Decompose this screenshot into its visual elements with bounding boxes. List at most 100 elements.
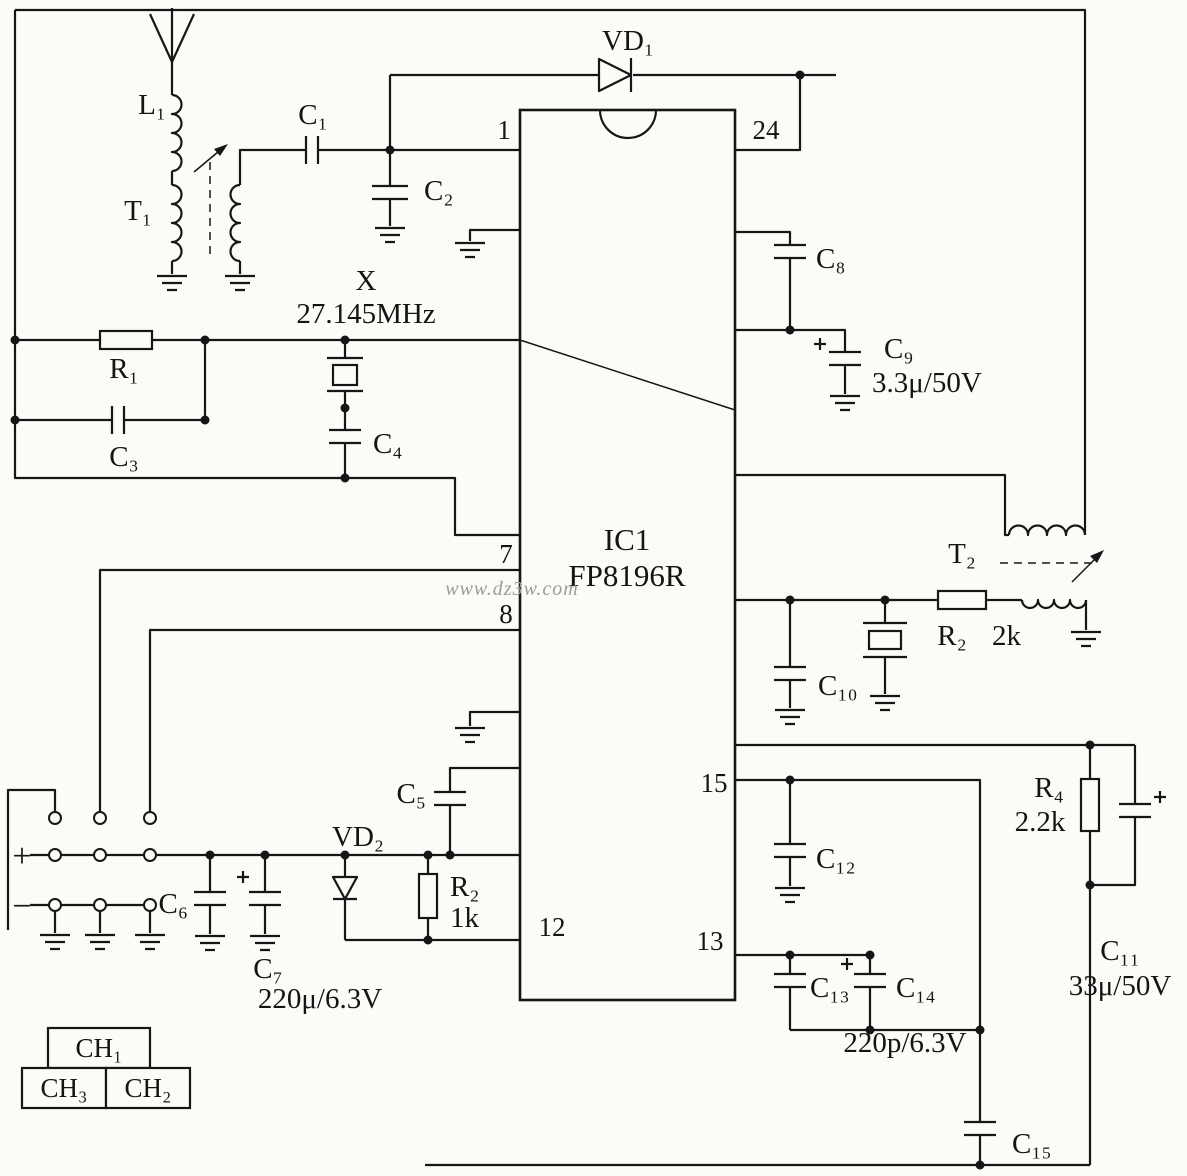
- input-section-wires: [170, 62, 836, 274]
- ic-ground-elbow-mid: [468, 710, 520, 726]
- capacitor-c3: [110, 406, 126, 434]
- switch-terminal: [48, 811, 62, 825]
- c13-label: C₁₃: [810, 972, 850, 1004]
- t2-label: T₂: [948, 538, 976, 570]
- ground-icon: [868, 694, 902, 712]
- ground-icon: [773, 886, 807, 904]
- pin12-label: 12: [539, 912, 566, 942]
- capacitor-c4: [329, 428, 361, 445]
- r3-value: 1k: [450, 902, 480, 934]
- minus-terminal-label: −: [12, 888, 31, 925]
- x-label: X: [356, 265, 377, 297]
- c7-value: 220μ/6.3V: [258, 983, 382, 1015]
- component-labels: L₁ T₁ C₁ C₂ VD₁ X 27.145MHz R₁ C₃ C₄ C₈ …: [12, 25, 1171, 1160]
- capacitor-c6: [194, 890, 226, 907]
- c7-label: C₇: [253, 953, 282, 985]
- capacitor-c14: [839, 956, 886, 989]
- t2-arrowhead: [1090, 550, 1104, 563]
- t1-secondary-coil: [229, 183, 242, 263]
- ground-icon: [38, 933, 72, 951]
- capacitor-c11: [1119, 789, 1168, 819]
- ground-icon: [248, 934, 282, 952]
- switch-terminal: [93, 811, 107, 825]
- capacitor-c9: [812, 336, 861, 367]
- ground-icon: [193, 934, 227, 952]
- c1-node-wires: [318, 75, 520, 152]
- switch-ground-stems: [53, 911, 152, 933]
- ic-ref: IC1: [604, 522, 651, 557]
- c9-wires: [735, 328, 847, 394]
- r4-value: 2.2k: [1015, 806, 1066, 838]
- switch-terminal: [48, 898, 62, 912]
- r3-label: R₂: [450, 871, 479, 903]
- c12-label: C₁₂: [816, 843, 856, 875]
- capacitor-c1: [304, 136, 320, 164]
- inductor-l1: [170, 93, 183, 173]
- ic-ground-elbow-top: [468, 228, 520, 241]
- plus-terminal-label: +: [12, 838, 31, 875]
- c3-label: C₃: [109, 441, 138, 473]
- ground-icon: [155, 274, 189, 292]
- ch1-label: CH₁: [76, 1033, 123, 1063]
- c10-label: C₁₀: [818, 670, 858, 702]
- c1-label: C₁: [298, 99, 327, 131]
- ground-icon: [453, 241, 487, 259]
- left-lower-wires: [6, 568, 520, 942]
- r2-label: R₂: [937, 620, 966, 652]
- ground-icon: [453, 726, 487, 744]
- ground-icon: [828, 394, 862, 412]
- transformer-t2: [1000, 524, 1104, 610]
- ground-icon: [373, 226, 407, 244]
- ic-part-number: FP8196R: [568, 558, 685, 593]
- pin15-wire: [735, 778, 982, 1122]
- channel-legend: CH₁ CH₃ CH₂: [20, 1026, 192, 1110]
- switch-terminal: [143, 811, 157, 825]
- capacitor-c8: [774, 243, 806, 260]
- ic-notch: [598, 109, 658, 140]
- switch-terminal: [93, 848, 107, 862]
- t2-secondary-coil: [1020, 598, 1088, 610]
- c9-value: 3.3μ/50V: [872, 367, 982, 399]
- t1-secondary-wires: [238, 148, 306, 274]
- resistor-r4: [1079, 777, 1101, 833]
- c11-label: C₁₁: [1100, 935, 1140, 967]
- channel-switch-terminals: [48, 811, 157, 912]
- x-freq-label: 27.145MHz: [296, 298, 435, 330]
- transformer-t1: [170, 144, 242, 263]
- r1-label: R₁: [109, 353, 138, 385]
- c9-label: C₉: [884, 333, 913, 365]
- resistor-r1: [98, 329, 154, 351]
- c5-wires: [448, 766, 520, 855]
- resistor-r2: [936, 589, 988, 611]
- capacitor-c5: [434, 790, 466, 807]
- r4-label: R₄: [1034, 772, 1063, 804]
- c14-polarity-plus: [839, 956, 855, 972]
- ch3-box: [20, 1066, 108, 1110]
- pin7-label: 7: [499, 539, 513, 569]
- c9-polarity-plus: [812, 336, 828, 352]
- ceramic-resonator: [863, 621, 907, 659]
- ic-chip: IC1 FP8196R: [518, 108, 737, 1002]
- crystal-section-wires: [15, 338, 520, 478]
- ic-body: [518, 108, 737, 1002]
- c7-polarity-plus: [235, 869, 251, 885]
- right-section-wires: [735, 230, 1137, 1165]
- c14-label: C₁₄: [896, 972, 936, 1004]
- t1-label: T₁: [124, 195, 152, 227]
- pin15-label: 15: [701, 768, 728, 798]
- pin13-label: 13: [697, 926, 724, 956]
- c14-value: 220p/6.3V: [843, 1027, 966, 1059]
- frame-left-rail: [13, 10, 520, 537]
- diode-vd1: [597, 57, 633, 93]
- frame-wires: [13, 8, 1092, 1167]
- c3-branch: [15, 340, 207, 422]
- capacitor-c12: [774, 842, 806, 859]
- c15-label: C₁₅: [1012, 1128, 1052, 1160]
- antenna-icon: [149, 8, 195, 63]
- vd2-label: VD₂: [332, 821, 384, 853]
- crystal-x: [327, 356, 363, 393]
- capacitor-c15: [964, 1120, 996, 1137]
- c8-wires: [735, 230, 792, 330]
